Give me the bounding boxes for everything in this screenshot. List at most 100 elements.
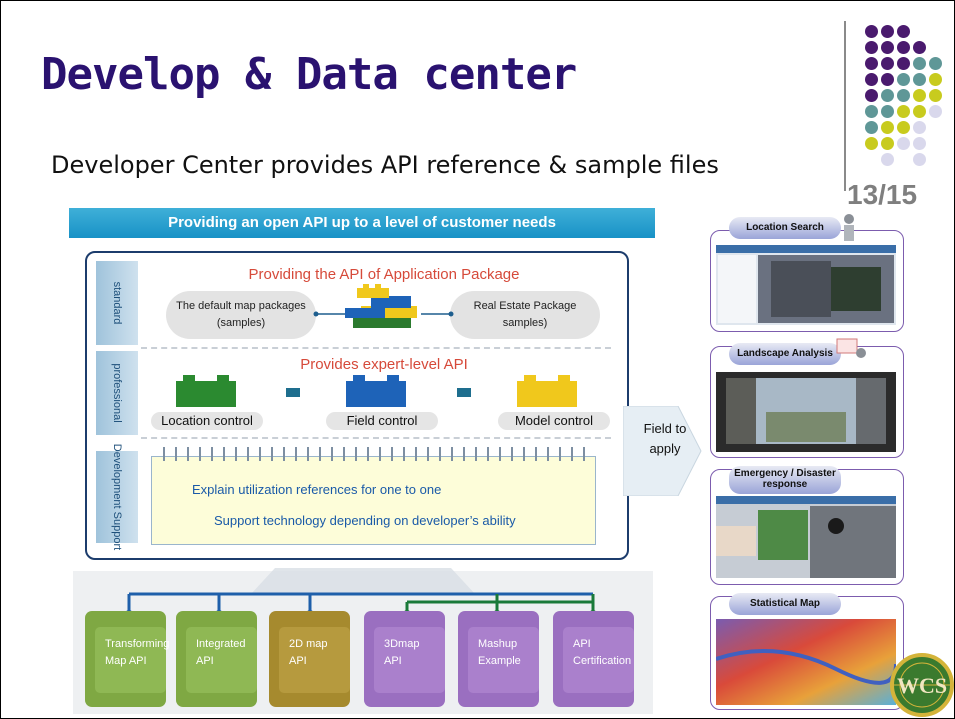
dot <box>913 105 926 118</box>
dot <box>865 41 878 54</box>
example-card-emergency <box>710 469 904 585</box>
dot <box>881 153 894 166</box>
dot <box>913 89 926 102</box>
api-box-transforming-map: Transforming Map API <box>85 611 169 707</box>
connector-icon <box>457 388 471 397</box>
real-estate-package-pill: Real Estate Package samples) <box>450 291 600 339</box>
side-label-professional: professional <box>96 351 138 435</box>
api-box-mashup: Mashup Example <box>458 611 539 707</box>
api-box-label: Mashup Example <box>478 638 521 667</box>
dot <box>881 105 894 118</box>
dot <box>897 41 910 54</box>
page-number: 13/15 <box>847 179 918 210</box>
example-card-location-search <box>710 230 904 332</box>
api-box-certification: API Certification <box>553 611 634 707</box>
dot <box>865 137 878 150</box>
standard-section-title: Providing the API of Application Package <box>248 266 520 283</box>
side-label-standard-text: standard <box>111 281 123 325</box>
dot <box>881 25 894 38</box>
dot-matrix-decoration <box>1 1 942 166</box>
wcs-logo-text: WCS <box>897 673 947 698</box>
side-label-development-text: Development Support <box>111 443 123 551</box>
api-box-inner <box>468 627 539 693</box>
location-control-label: Location control <box>151 412 263 430</box>
api-box-inner <box>374 627 445 693</box>
statistical-map-label: Statistical Map <box>729 593 841 615</box>
notebook-rings-icon <box>163 447 585 461</box>
model-control-label: Model control <box>498 412 610 430</box>
api-box-label: 3Dmap API <box>384 638 420 667</box>
api-box-inner <box>95 627 166 693</box>
api-box-label: Transforming Map API <box>105 638 170 667</box>
dot <box>913 121 926 134</box>
dot <box>929 73 942 86</box>
dot <box>913 57 926 70</box>
api-box-label: Integrated API <box>196 638 246 667</box>
api-box-label: API Certification <box>573 638 632 667</box>
dot <box>897 121 910 134</box>
dot <box>897 73 910 86</box>
dot <box>881 41 894 54</box>
blue-block-icon <box>346 375 406 407</box>
dot <box>913 41 926 54</box>
dot <box>929 105 942 118</box>
dot <box>897 105 910 118</box>
field-control-label: Field control <box>326 412 438 430</box>
dot <box>913 137 926 150</box>
page-title: Develop & Data center <box>41 49 577 100</box>
api-box-label: 2D map API <box>289 638 328 667</box>
green-block-icon <box>176 375 236 407</box>
diagram-banner: Providing an open API up to a level of c… <box>69 208 655 238</box>
dot <box>913 73 926 86</box>
field-arrow-icon <box>623 406 702 496</box>
dot <box>865 25 878 38</box>
emergency-screenshot <box>716 496 896 578</box>
dot <box>929 89 942 102</box>
person-figure-icon <box>844 214 854 241</box>
header-divider <box>844 21 846 191</box>
connector-icon <box>286 388 300 397</box>
example-card-statistical-map <box>710 596 904 710</box>
yellow-block-icon <box>517 375 577 407</box>
dot <box>881 137 894 150</box>
api-box-3d-map: 3Dmap API <box>364 611 445 707</box>
location-search-screenshot <box>716 245 896 325</box>
landscape-analysis-label: Landscape Analysis <box>729 343 841 365</box>
api-box-inner <box>279 627 350 693</box>
dot <box>865 105 878 118</box>
api-box-inner <box>186 627 257 693</box>
dot <box>865 57 878 70</box>
dot <box>897 89 910 102</box>
default-map-packages-pill: The default map packages (samples) <box>166 291 316 339</box>
statistical-map-screenshot <box>716 619 896 705</box>
dot <box>865 121 878 134</box>
dot <box>881 89 894 102</box>
wcs-logo-icon: WCS <box>890 653 954 717</box>
control-blocks-icons <box>176 375 577 407</box>
default-map-packages-label: The default map packages (samples) <box>176 300 306 329</box>
dot <box>897 137 910 150</box>
side-label-development: Development Support <box>96 444 138 550</box>
dot <box>897 57 910 70</box>
dot <box>865 89 878 102</box>
section-divider <box>141 347 611 349</box>
notebook-panel <box>151 456 596 545</box>
api-box-integrated: Integrated API <box>176 611 257 707</box>
page-subtitle: Developer Center provides API reference … <box>51 151 719 179</box>
development-line-1: Explain utilization references for one t… <box>192 482 442 497</box>
location-search-label: Location Search <box>729 217 841 239</box>
dot <box>913 153 926 166</box>
dot <box>865 73 878 86</box>
section-divider <box>141 437 611 439</box>
dot <box>897 25 910 38</box>
side-label-professional-text: professional <box>111 363 123 423</box>
presenter-icon <box>836 338 866 358</box>
emergency-label: Emergency / Disaster response <box>729 466 841 494</box>
dot <box>881 57 894 70</box>
landscape-analysis-screenshot <box>716 372 896 452</box>
dot <box>881 121 894 134</box>
api-box-inner <box>563 627 634 693</box>
lego-stack-icon <box>313 284 454 328</box>
real-estate-package-label: Real Estate Package samples) <box>473 300 577 329</box>
